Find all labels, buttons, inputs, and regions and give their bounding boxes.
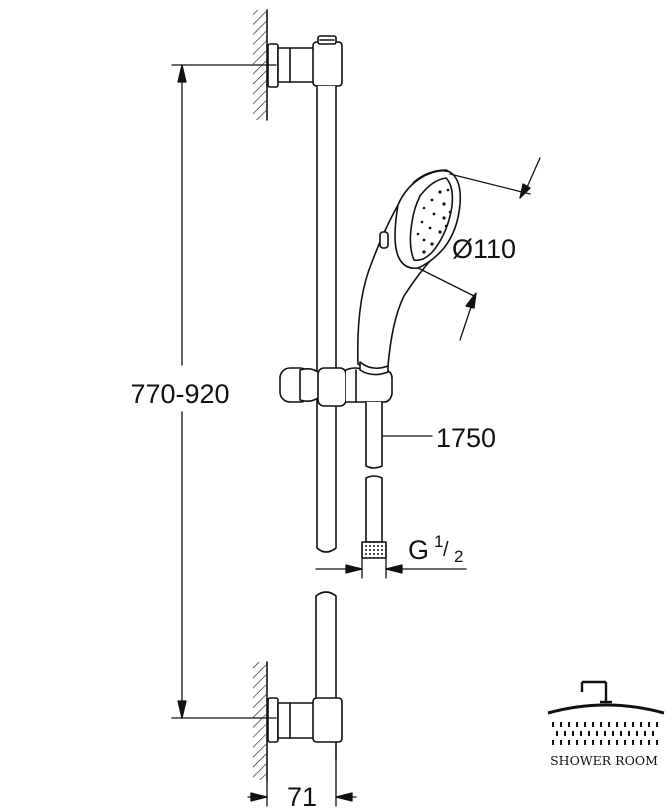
head-diameter-label: Ø110 — [452, 234, 516, 264]
dimension-height — [171, 64, 277, 719]
thread-denominator: 2 — [454, 547, 463, 566]
hose-length-label: 1750 — [436, 423, 496, 453]
shower-drops — [552, 722, 658, 745]
wall-offset-label: 71 — [287, 782, 317, 809]
height-range-label: 770-920 — [130, 379, 229, 409]
logo-text: SHOWER ROOM — [550, 753, 658, 768]
shower-head-icon — [547, 680, 665, 715]
dimension-wall-offset — [247, 759, 357, 807]
lower-wall — [253, 661, 268, 781]
hose — [361, 401, 387, 559]
thread-g-label: G — [408, 535, 429, 565]
lower-wall-bracket — [267, 697, 343, 761]
upper-wall-bracket — [267, 35, 343, 88]
thread-slash: / — [443, 539, 449, 561]
slider-holder — [279, 367, 393, 407]
thread-numerator: 1 — [434, 532, 443, 551]
dimension-head-diameter — [417, 157, 541, 341]
hand-shower — [356, 169, 462, 376]
shower-room-logo: SHOWER ROOM — [547, 680, 665, 768]
dimension-thread — [315, 555, 467, 579]
rail — [315, 85, 337, 701]
